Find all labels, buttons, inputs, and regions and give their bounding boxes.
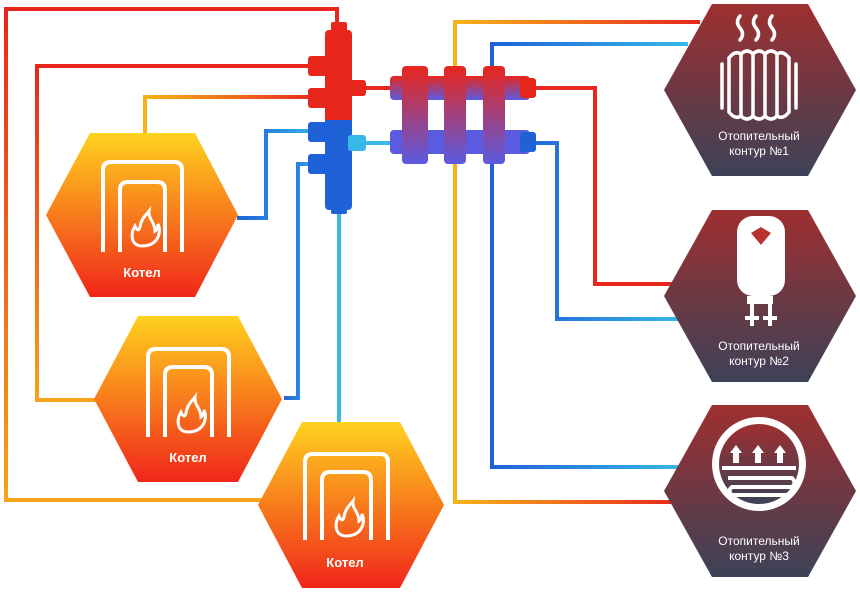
pipe-supply-boiler-1	[143, 95, 320, 135]
boiler-pipes	[4, 7, 395, 502]
heating-circuit-3	[664, 405, 856, 577]
pipe-supply-circuit-1	[453, 20, 700, 70]
pipe-return-boiler-2	[284, 162, 320, 400]
pipe-supply-circuit-3	[453, 160, 680, 504]
boiler-1-label: Котел	[123, 265, 161, 280]
pipe-return-boiler-1	[237, 129, 320, 220]
circuit-1-label-line1: Отопительный	[718, 129, 800, 143]
boiler-2	[94, 316, 282, 482]
circuit-1-label-line2: контур №1	[729, 144, 789, 158]
heating-circuit-2	[664, 210, 856, 382]
pipe-return-circuit-2	[520, 141, 684, 321]
pipe-supply-boiler-3	[4, 7, 339, 502]
boiler-3	[258, 422, 444, 588]
hydraulic-separator	[308, 22, 366, 214]
water-heater-icon	[737, 216, 785, 326]
circuit-3-label: Отопительный контур №3	[689, 534, 829, 564]
heating-circuit-1	[664, 4, 856, 176]
circuit-1-label: Отопительный контур №1	[689, 129, 829, 159]
circuit-pipes	[453, 20, 700, 504]
circuit-2-label: Отопительный контур №2	[689, 339, 829, 369]
boiler-2-label: Котел	[169, 450, 207, 465]
pipe-return-circuit-1	[490, 42, 688, 72]
distribution-manifold	[390, 66, 536, 164]
radiator-icon	[720, 14, 798, 121]
pipe-supply-boiler-2	[35, 64, 320, 402]
boiler-flame-icon	[101, 160, 184, 252]
pipe-return-circuit-3	[490, 160, 684, 469]
boiler-flame-icon	[303, 452, 390, 540]
boiler-flame-icon	[146, 347, 231, 437]
circuit-3-label-line2: контур №3	[729, 549, 789, 563]
pipe-supply-circuit-2	[520, 86, 682, 286]
boiler-3-label: Котел	[326, 555, 364, 570]
boiler-1	[46, 133, 238, 297]
floor-heating-icon	[712, 417, 806, 511]
circuit-2-label-line1: Отопительный	[718, 339, 800, 353]
circuit-2-label-line2: контур №2	[729, 354, 789, 368]
circuit-3-label-line1: Отопительный	[718, 534, 800, 548]
